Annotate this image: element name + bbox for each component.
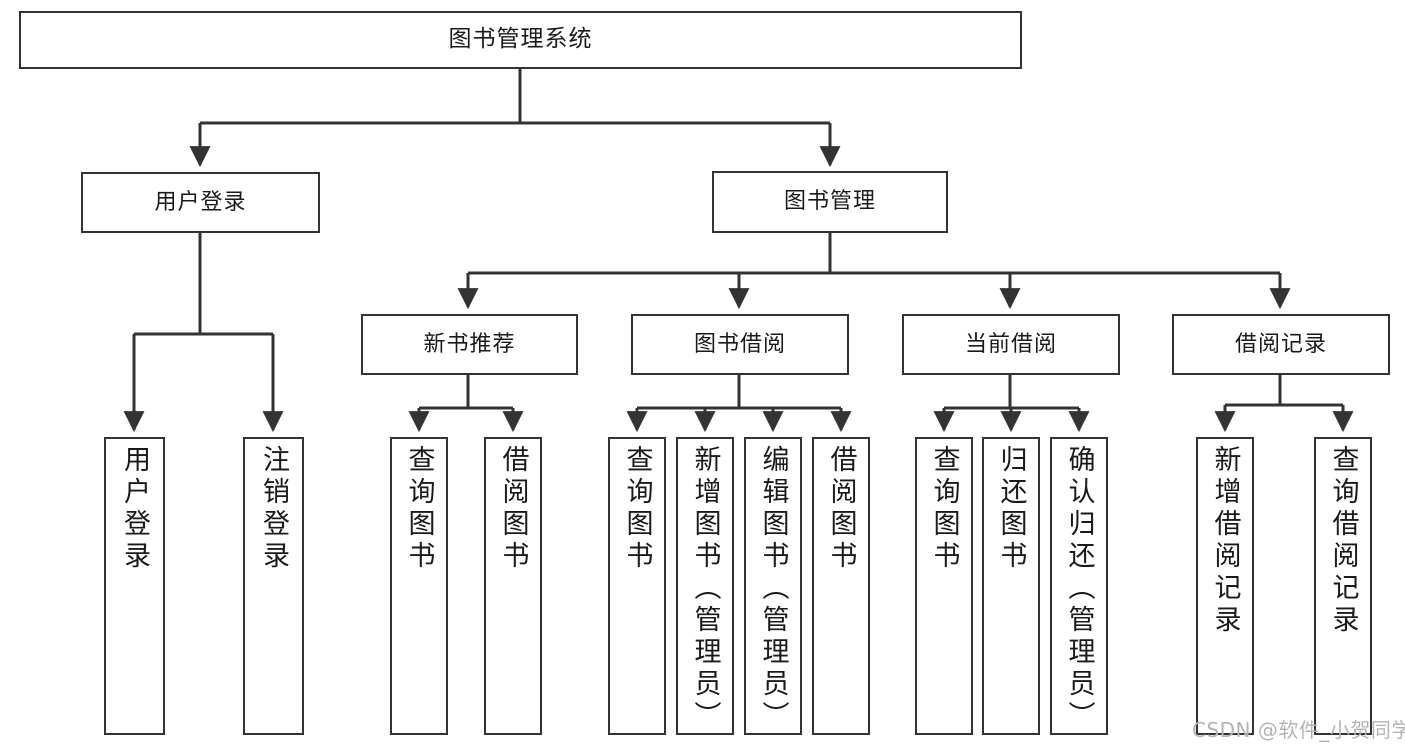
node-leaf-borrow-book-1-label: 借阅图书 — [497, 445, 529, 573]
node-root-label: 图书管理系统 — [448, 26, 593, 53]
node-user-login-label: 用户登录 — [154, 189, 247, 215]
node-leaf-add-record[interactable]: 新增借阅记录 — [1196, 437, 1254, 735]
node-new-book-rec[interactable]: 新书推荐 — [361, 314, 578, 375]
node-leaf-return-book[interactable]: 归还图书 — [982, 437, 1040, 735]
node-leaf-edit-book[interactable]: 编辑图书（管理员） — [744, 437, 802, 735]
node-leaf-query-book-1-label: 查询图书 — [403, 445, 435, 573]
node-book-borrow-label: 图书借阅 — [693, 331, 786, 357]
node-borrow-record-label: 借阅记录 — [1234, 331, 1327, 357]
node-leaf-query-book-3[interactable]: 查询图书 — [915, 437, 973, 735]
node-leaf-confirm-return-label: 确认归还（管理员） — [1063, 445, 1095, 733]
node-leaf-borrow-book-1[interactable]: 借阅图书 — [484, 437, 542, 735]
node-root[interactable]: 图书管理系统 — [19, 11, 1022, 69]
node-current-borrow-label: 当前借阅 — [964, 331, 1057, 357]
node-borrow-record[interactable]: 借阅记录 — [1172, 314, 1390, 375]
node-leaf-borrow-book-2-label: 借阅图书 — [825, 445, 857, 573]
node-leaf-query-book-1[interactable]: 查询图书 — [390, 437, 448, 735]
node-leaf-borrow-book-2[interactable]: 借阅图书 — [812, 437, 870, 735]
csdn-watermark: CSDN @软件_小贺同学 — [1192, 718, 1405, 742]
node-leaf-user-login-label: 用户登录 — [119, 445, 150, 573]
node-leaf-logout-label: 注销登录 — [258, 445, 289, 573]
node-leaf-query-record-label: 查询借阅记录 — [1327, 445, 1359, 637]
node-book-borrow[interactable]: 图书借阅 — [631, 314, 849, 375]
node-leaf-add-record-label: 新增借阅记录 — [1209, 445, 1241, 637]
node-current-borrow[interactable]: 当前借阅 — [902, 314, 1120, 375]
node-leaf-return-book-label: 归还图书 — [995, 445, 1027, 573]
node-leaf-query-record[interactable]: 查询借阅记录 — [1314, 437, 1372, 735]
node-leaf-confirm-return[interactable]: 确认归还（管理员） — [1050, 437, 1108, 735]
node-leaf-query-book-2-label: 查询图书 — [621, 445, 653, 573]
node-book-manage-label: 图书管理 — [783, 189, 876, 215]
node-leaf-logout[interactable]: 注销登录 — [243, 437, 304, 735]
node-leaf-add-book[interactable]: 新增图书（管理员） — [676, 437, 734, 735]
node-leaf-query-book-2[interactable]: 查询图书 — [608, 437, 666, 735]
node-leaf-add-book-label: 新增图书（管理员） — [689, 445, 721, 733]
node-leaf-edit-book-label: 编辑图书（管理员） — [757, 445, 789, 733]
node-leaf-query-book-3-label: 查询图书 — [928, 445, 960, 573]
node-new-book-rec-label: 新书推荐 — [423, 331, 516, 357]
node-book-manage[interactable]: 图书管理 — [712, 171, 948, 233]
node-user-login[interactable]: 用户登录 — [81, 172, 320, 233]
node-leaf-user-login[interactable]: 用户登录 — [104, 437, 165, 735]
